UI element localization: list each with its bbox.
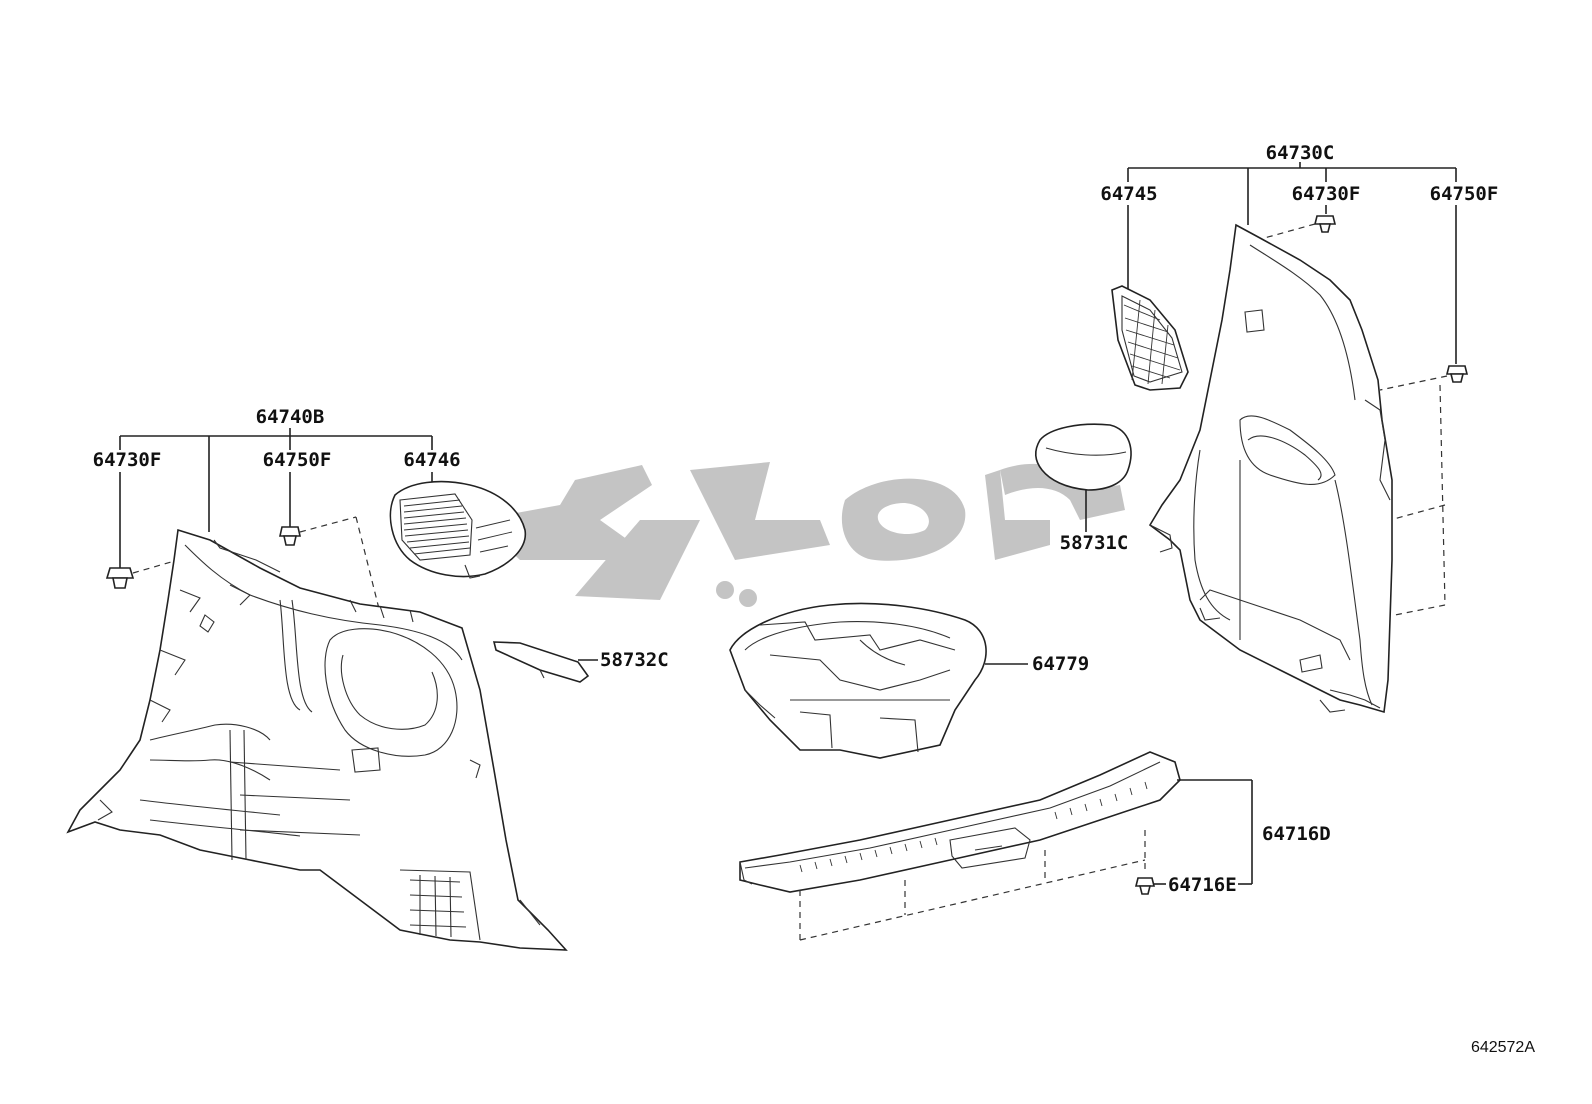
speaker-grille-64746 (389, 480, 527, 579)
label-64746: 64746 (403, 449, 460, 471)
label-64730F-right: 64730F (1292, 183, 1361, 205)
watermark-logo (478, 462, 1125, 607)
label-58732C: 58732C (600, 649, 669, 671)
label-64745: 64745 (1100, 183, 1157, 205)
clip-64730F-right (1313, 215, 1337, 233)
label-64730F-left: 64730F (93, 449, 162, 471)
left-quarter-trim-group (66, 428, 598, 951)
label-58731C: 58731C (1060, 532, 1129, 554)
label-64779: 64779 (1032, 653, 1089, 675)
clip-64716E (1134, 877, 1156, 895)
grille-64745 (1111, 285, 1189, 391)
quarter-trim-panel-left (66, 528, 568, 951)
label-64716E: 64716E (1168, 874, 1237, 896)
cover-58732C (492, 641, 598, 683)
label-64740B: 64740B (256, 406, 325, 428)
label-64716D: 64716D (1262, 823, 1331, 845)
label-64750F-right: 64750F (1430, 183, 1499, 205)
clip-64730F-left (105, 567, 135, 589)
part-labels: 64740B 64730F 64750F 64746 58732C 64779 … (93, 142, 1499, 896)
label-64730C: 64730C (1266, 142, 1335, 164)
clip-64750F-left (279, 526, 301, 546)
quarter-trim-panel-right (1148, 223, 1393, 714)
diagram-code: 642572A (1471, 1039, 1535, 1056)
clip-64750F-right (1445, 365, 1469, 383)
cover-58731C (1034, 423, 1132, 532)
label-64750F-left: 64750F (263, 449, 332, 471)
spare-tire-tray-64779 (729, 602, 1028, 759)
scuff-plate-64716D (739, 751, 1253, 941)
right-quarter-trim-group (1111, 162, 1469, 714)
